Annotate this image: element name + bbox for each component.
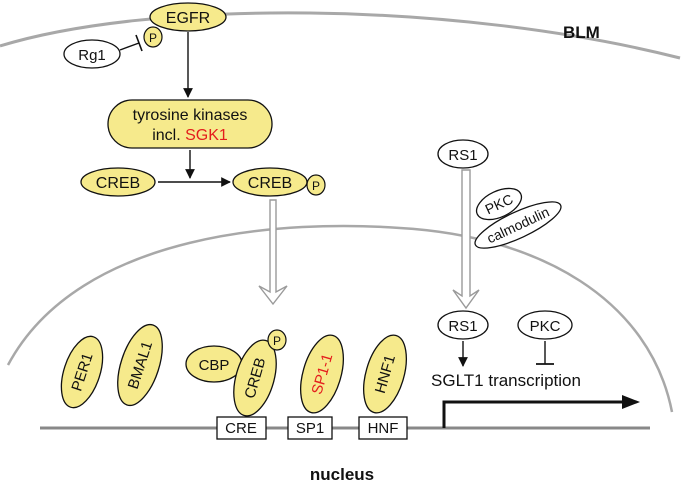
pkc-node-nuc	[517, 310, 573, 340]
nucleus-label: nucleus	[310, 465, 374, 484]
crebp-phospho-label: P	[312, 179, 320, 193]
egfr-phospho-label: P	[149, 31, 157, 45]
creb-nuc-phospho-label: P	[273, 334, 281, 348]
transcription-label: SGLT1 transcription	[431, 371, 581, 390]
tk-line1: tyrosine kinases	[133, 107, 248, 124]
sp1-label: SP1	[296, 420, 324, 437]
membrane-line	[0, 11, 681, 60]
rg1-inhibition-bar	[135, 34, 143, 52]
translocation-arrow-creb	[258, 199, 288, 306]
cbp-label: CBP	[199, 357, 230, 374]
transcription-arrowhead	[622, 395, 640, 409]
rs1-node-nuc	[437, 310, 489, 340]
calmodulin-node	[474, 201, 562, 249]
crebp-label: CREB	[248, 175, 292, 192]
egfr-node	[149, 2, 227, 32]
egfr-phospho	[143, 26, 163, 48]
tk-line2: incl. SGK1	[152, 127, 228, 144]
sp1-box	[287, 416, 333, 440]
creb-nuc-phospho	[267, 329, 287, 351]
rg1-label: Rg1	[78, 47, 106, 64]
creb-nuc-node	[233, 339, 277, 417]
per1-node	[60, 335, 104, 409]
rs1-label-cyto: RS1	[448, 147, 477, 164]
rg1-node	[63, 39, 121, 69]
crebp-phospho	[306, 174, 326, 196]
tk-sgk1: SGK1	[185, 127, 228, 144]
rs1-node-cyto	[437, 139, 489, 169]
cre-label: CRE	[225, 420, 257, 437]
hnf-box	[358, 416, 408, 440]
transcription-start-arrow	[442, 400, 624, 428]
rg1-inhibition-line	[119, 42, 140, 51]
cre-box	[216, 416, 267, 440]
creb-node	[80, 167, 156, 197]
creb-label: CREB	[96, 175, 140, 192]
rs1-label-nuc: RS1	[448, 318, 477, 335]
hnf1-node	[363, 334, 407, 414]
egfr-label: EGFR	[166, 10, 210, 27]
pkc-label-nuc: PKC	[530, 318, 561, 335]
bmal1-node	[117, 323, 163, 407]
translocation-arrow-rs1	[452, 169, 480, 310]
hnf-label: HNF	[368, 420, 399, 437]
membrane-label: BLM	[563, 23, 600, 42]
tyrosine-kinases-node	[107, 99, 273, 149]
nuclear-envelope	[6, 224, 674, 413]
sp1-1-node	[300, 334, 344, 414]
tk-line2-prefix: incl.	[152, 127, 185, 144]
pkc-node-cyto	[475, 187, 523, 221]
